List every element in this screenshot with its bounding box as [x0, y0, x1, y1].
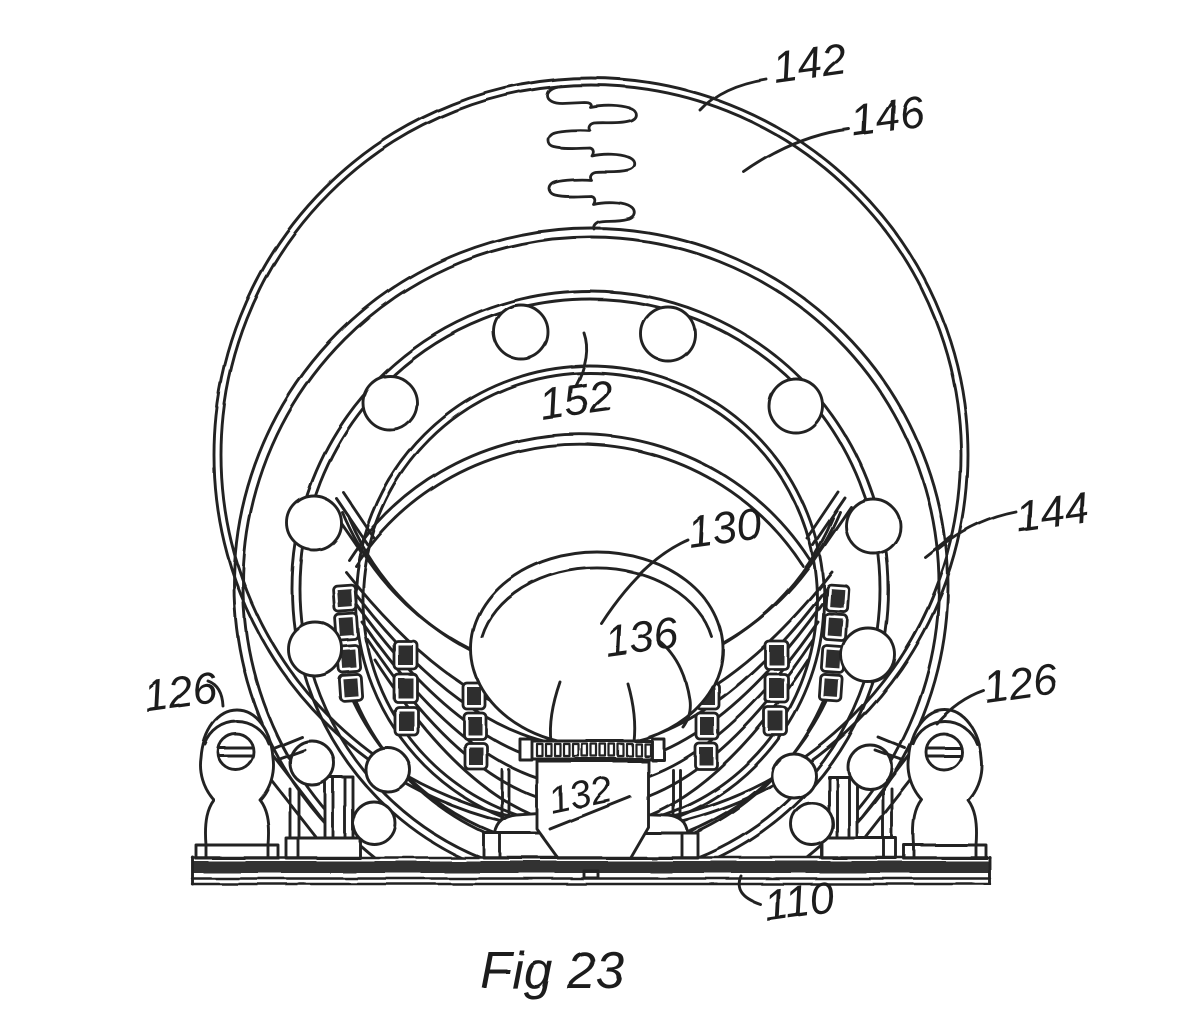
svg-text:146: 146	[848, 87, 928, 146]
svg-text:130: 130	[685, 499, 765, 558]
svg-text:126: 126	[981, 654, 1061, 713]
svg-text:110: 110	[761, 873, 838, 931]
svg-text:Fig 23: Fig 23	[480, 942, 625, 1000]
svg-text:152: 152	[537, 371, 617, 430]
svg-text:142: 142	[770, 34, 850, 93]
svg-text:144: 144	[1013, 483, 1093, 542]
svg-text:126: 126	[141, 663, 221, 722]
svg-text:136: 136	[602, 608, 682, 667]
